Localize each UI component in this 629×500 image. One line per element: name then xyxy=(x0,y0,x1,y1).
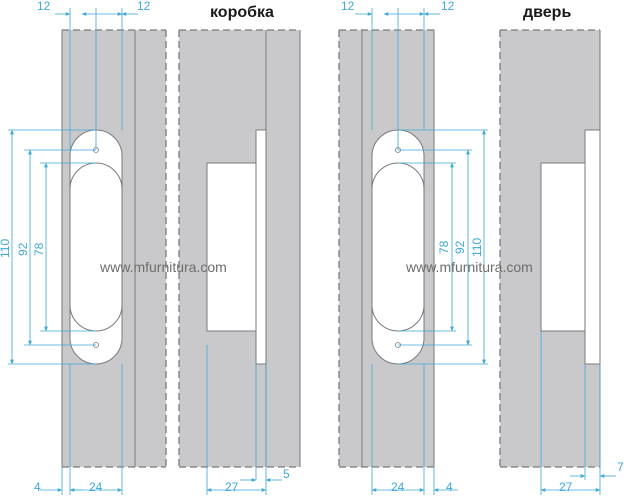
dim-27-door: 27 xyxy=(559,480,573,494)
dim-110-left: 110 xyxy=(0,239,12,258)
dim-12-left-b: 12 xyxy=(341,0,355,13)
door-body-recess xyxy=(540,162,586,332)
frame-plate-recess xyxy=(255,129,267,365)
dim-27-frame: 27 xyxy=(225,480,239,494)
watermark-right: www.mfurnitura.com xyxy=(405,259,533,275)
frame-title: коробка xyxy=(210,4,274,21)
dim-4-right: 4 xyxy=(446,480,453,494)
dim-12-right-a: 12 xyxy=(137,0,151,13)
dim-24-left: 24 xyxy=(89,480,103,494)
door-hinge-body-slot xyxy=(371,162,425,332)
dimension-lines xyxy=(8,8,616,495)
dim-92-left: 92 xyxy=(16,242,30,256)
dim-24-right: 24 xyxy=(391,480,405,494)
frame-mortise-panel xyxy=(178,29,301,468)
dim-7-door: 7 xyxy=(617,460,624,474)
dim-78-right: 78 xyxy=(437,240,451,254)
door-mortise-panel xyxy=(499,29,601,468)
door-plate-recess xyxy=(584,129,601,365)
dim-92-right: 92 xyxy=(453,240,467,254)
dim-110-right: 110 xyxy=(470,238,484,257)
door-title: дверь xyxy=(523,4,571,21)
dim-12-left-a: 12 xyxy=(37,0,51,13)
watermark-left: www.mfurnitura.com xyxy=(99,259,227,275)
dim-12-right-b: 12 xyxy=(441,0,455,13)
dim-78-left: 78 xyxy=(32,242,46,256)
dim-5-frame: 5 xyxy=(283,467,290,481)
frame-hinge-panel xyxy=(61,29,167,468)
door-hinge-panel xyxy=(338,29,435,468)
frame-body-recess xyxy=(206,162,257,332)
dim-4-left: 4 xyxy=(34,480,41,494)
hinge-body-slot xyxy=(69,162,123,332)
